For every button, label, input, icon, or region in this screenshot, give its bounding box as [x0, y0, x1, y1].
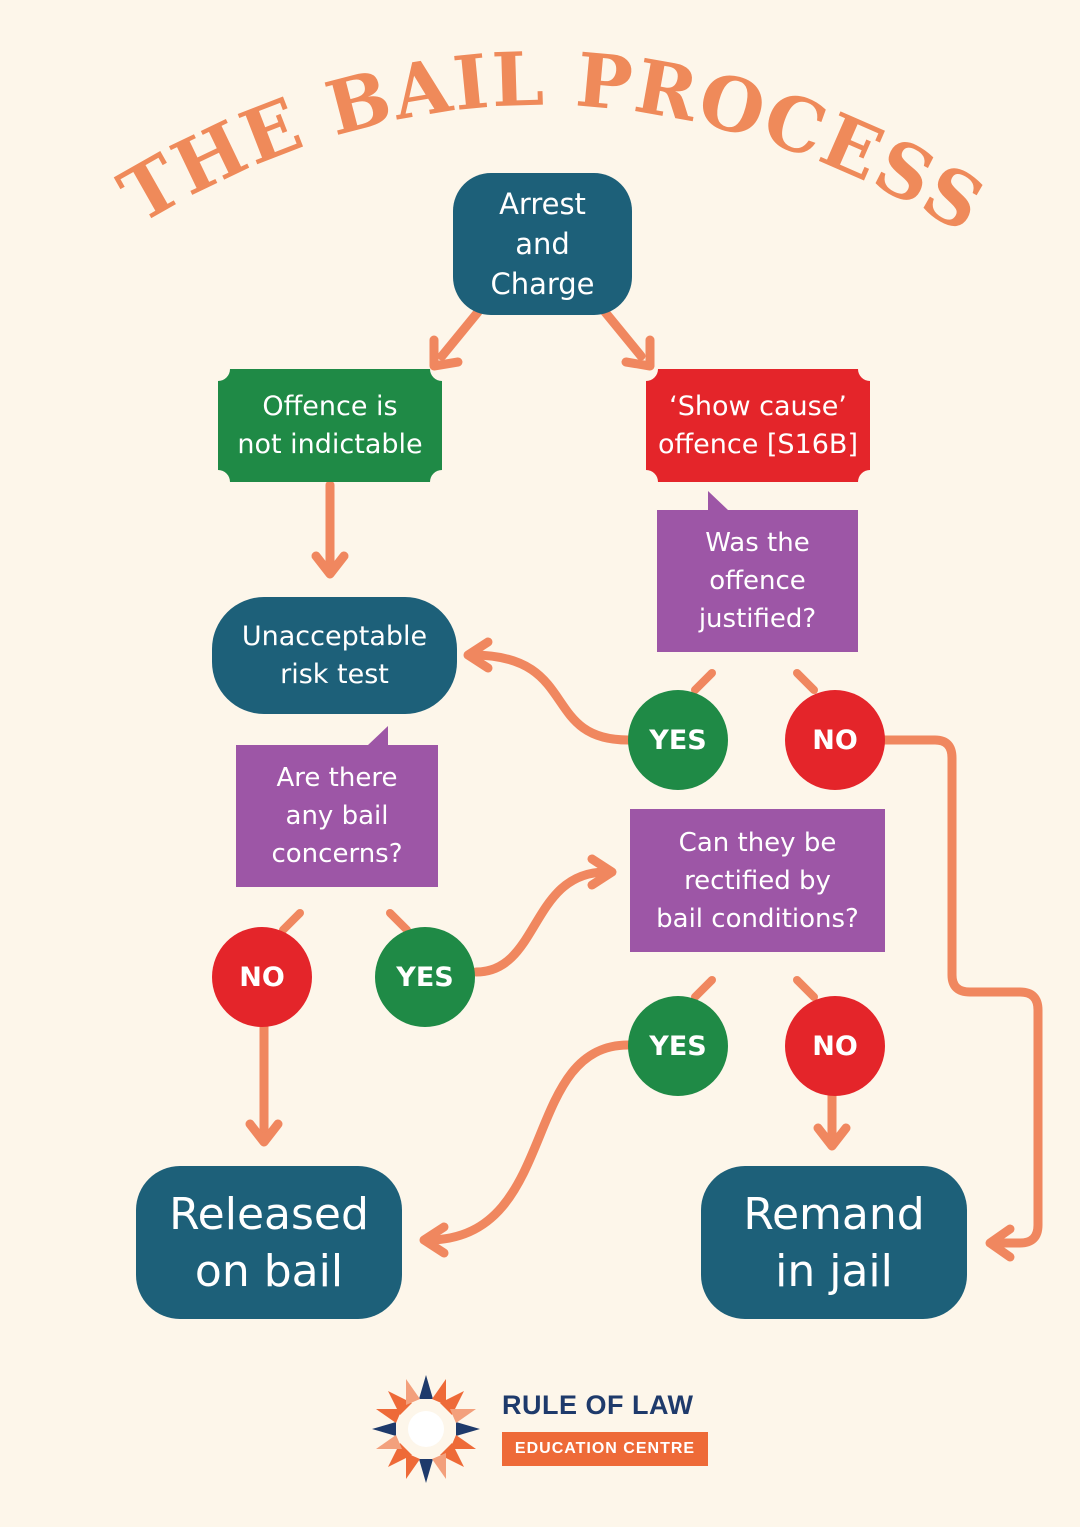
show-cause-label: ‘Show cause’ offence [S16B]: [658, 390, 858, 460]
released-on-bail-label: Released on bail: [169, 1188, 369, 1297]
not-indictable-label: Offence is not indictable: [237, 390, 423, 460]
risk-test-label: Unacceptable risk test: [241, 620, 428, 690]
remand-in-jail-box: Remand in jail: [701, 1166, 967, 1319]
justified-no-label: NO: [812, 724, 858, 756]
rectified-no-circle: NO: [785, 996, 885, 1096]
justified-yes-label: YES: [649, 724, 707, 756]
arrow-justified-yes-to-risk-test: [467, 650, 633, 745]
justified-question-box: Was the offence justified?: [657, 510, 858, 652]
show-cause-shape: [646, 369, 870, 482]
concerns-no-circle: NO: [212, 927, 312, 1027]
concerns-bubble-shape: [236, 726, 438, 887]
not-indictable-box: Offence is not indictable: [218, 369, 442, 482]
justified-bubble-shape: [657, 491, 858, 652]
rectified-yes-circle: YES: [628, 996, 728, 1096]
rectified-question-box: Can they be rectified by bail conditions…: [630, 809, 885, 952]
not-indictable-shape: [218, 369, 442, 482]
concerns-question-box: Are there any bail concerns?: [236, 745, 438, 887]
rectified-question-label: Can they be rectified by bail conditions…: [656, 827, 859, 934]
arrest-and-charge-box: Arrest and Charge: [453, 173, 632, 315]
released-on-bail-box: Released on bail: [136, 1166, 402, 1319]
arrest-and-charge-label: Arrest and Charge: [490, 187, 595, 301]
arrow-arrest-to-not-indictable: [437, 307, 483, 361]
concerns-yes-label: YES: [396, 961, 454, 993]
logo-name: RULE OF LAW: [502, 1390, 694, 1420]
remand-in-jail-label: Remand in jail: [743, 1188, 925, 1297]
risk-test-box: Unacceptable risk test: [212, 597, 457, 714]
show-cause-box: ‘Show cause’ offence [S16B]: [646, 369, 870, 482]
justified-no-circle: NO: [785, 690, 885, 790]
rectified-yes-label: YES: [649, 1030, 707, 1062]
concerns-yes-circle: YES: [375, 927, 475, 1027]
arrow-justified-no-to-remand: [875, 735, 1043, 1248]
arrow-rectified-yes-to-released: [423, 1040, 633, 1245]
logo-subtitle: EDUCATION CENTRE: [502, 1432, 708, 1466]
rectified-no-label: NO: [812, 1030, 858, 1062]
justified-yes-circle: YES: [628, 690, 728, 790]
concerns-question-label: Are there any bail concerns?: [271, 763, 403, 869]
arrow-arrest-to-show-cause: [600, 307, 646, 361]
arrow-concerns-yes-to-rectified: [471, 867, 611, 977]
starburst-logo-icon: [372, 1375, 480, 1483]
concerns-no-label: NO: [239, 961, 285, 993]
justified-question-label: Was the offence justified?: [698, 528, 817, 634]
